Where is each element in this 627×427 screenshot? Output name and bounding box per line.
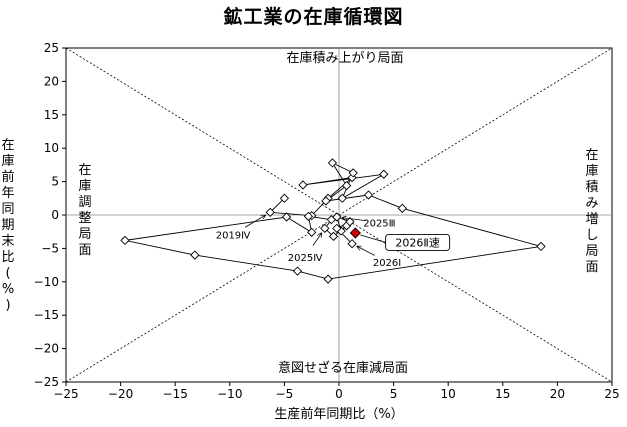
data-point (348, 168, 358, 178)
x-tick-label: −25 (53, 387, 78, 401)
data-point (279, 193, 290, 203)
y-tick-label: 0 (51, 208, 59, 222)
data-point (298, 180, 308, 190)
data-point (337, 193, 347, 203)
x-tick-label: 0 (335, 387, 343, 401)
data-point (345, 217, 355, 227)
y-tick-label: −5 (41, 241, 59, 255)
annotation-arrow (357, 246, 375, 256)
annotation-label: 2025Ⅲ (363, 218, 395, 229)
y-tick-label: 25 (44, 41, 59, 55)
data-point (265, 207, 275, 217)
annotation-arrow (244, 215, 265, 228)
x-tick-label: −10 (217, 387, 242, 401)
region-label-right: 在庫積み増し局面 (585, 148, 599, 275)
data-point (320, 223, 330, 233)
data-point (190, 250, 200, 260)
y-tick-label: 5 (51, 175, 59, 189)
y-tick-label: −10 (34, 275, 59, 289)
data-point (342, 180, 352, 191)
data-point (332, 212, 342, 222)
chart-title: 鉱工業の在庫循環図 (223, 6, 404, 28)
data-point (347, 239, 357, 249)
y-axis-label: 在庫前年同期末比(%) (1, 138, 15, 313)
highlight-point (349, 227, 362, 239)
data-point (397, 203, 407, 213)
x-tick-label: −15 (163, 387, 188, 401)
data-point (328, 231, 339, 242)
annotation-label: 2019Ⅳ (216, 230, 251, 241)
x-tick-label: −5 (276, 387, 294, 401)
data-point (379, 169, 389, 179)
data-point (323, 274, 333, 284)
data-point (303, 211, 314, 221)
y-tick-label: −15 (34, 308, 59, 322)
y-tick-label: −20 (34, 342, 59, 356)
x-tick-label: 10 (441, 387, 456, 401)
data-point (321, 196, 331, 206)
annotation-label: 2025Ⅳ (288, 253, 323, 264)
region-label-bottom: 意図せざる在庫減局面 (278, 360, 408, 376)
annotation-arrow (343, 218, 366, 222)
data-point (120, 235, 130, 246)
region-label-left: 在庫調整局面 (78, 163, 92, 258)
data-point (363, 190, 374, 200)
annotation-label: 2026Ⅰ (373, 258, 401, 269)
data-point (292, 266, 303, 276)
x-tick-label: 25 (604, 387, 619, 401)
data-point (536, 241, 546, 252)
x-tick-label: 15 (495, 387, 510, 401)
x-tick-label: 20 (550, 387, 565, 401)
x-tick-label: −20 (108, 387, 133, 401)
annotation-leader (360, 234, 386, 243)
annotation-label: 2026Ⅱ速 (395, 236, 439, 249)
data-point (327, 158, 338, 168)
annotation-arrow (312, 233, 321, 246)
x-axis-label: 生産前年同期比（%） (274, 406, 403, 422)
data-point (332, 223, 342, 233)
y-tick-label: 15 (44, 108, 59, 122)
x-tick-label: 5 (390, 387, 398, 401)
y-tick-label: 20 (44, 74, 59, 88)
data-point (281, 212, 292, 222)
data-point (307, 227, 317, 238)
y-tick-label: −25 (34, 375, 59, 389)
region-label-top: 在庫積み上がり局面 (286, 51, 403, 66)
y-tick-label: 10 (44, 141, 59, 155)
